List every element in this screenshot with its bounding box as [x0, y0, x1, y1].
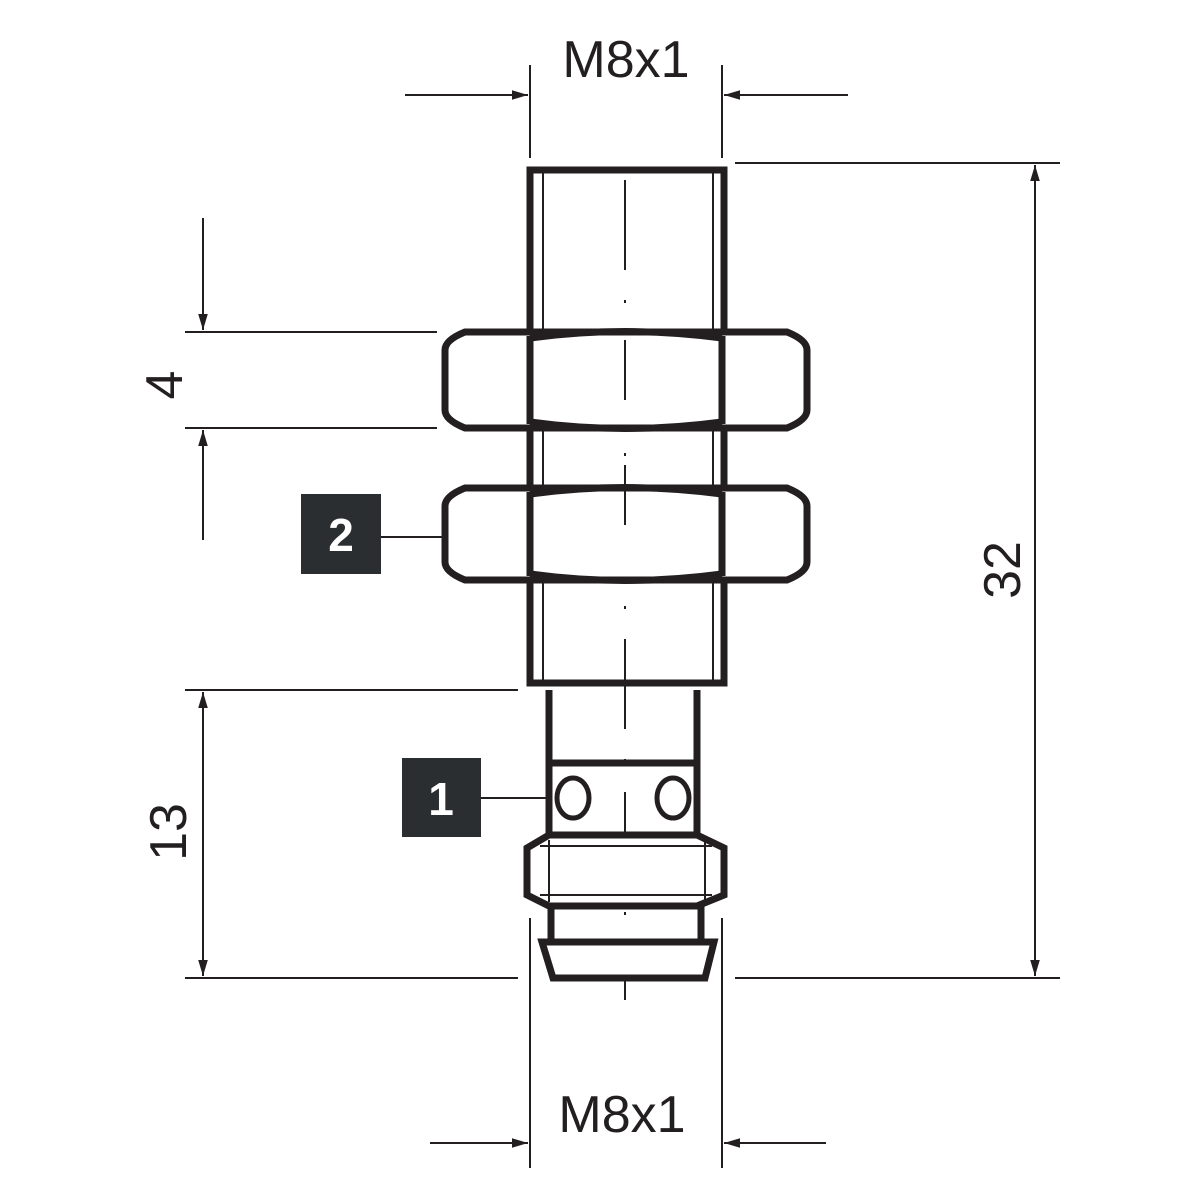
dimension-lines: [185, 65, 1060, 1168]
dim-top-thread: M8x1: [562, 31, 689, 89]
connector-collar: [523, 831, 728, 910]
dim-overall-length: 32: [974, 541, 1032, 599]
led-indicator-right: [654, 775, 692, 821]
led-indicator-left: [554, 775, 592, 821]
dim-bottom-thread: M8x1: [558, 1086, 685, 1144]
svg-text:1: 1: [428, 773, 454, 825]
connector-tip: [537, 906, 719, 982]
connector-shaft: [545, 690, 701, 835]
svg-text:2: 2: [328, 509, 354, 561]
callout-badge-2: 2: [301, 494, 381, 574]
callout-badge-1: 1: [402, 758, 481, 837]
dim-nut-thickness: 4: [136, 371, 194, 400]
dim-connector-length: 13: [140, 803, 198, 861]
